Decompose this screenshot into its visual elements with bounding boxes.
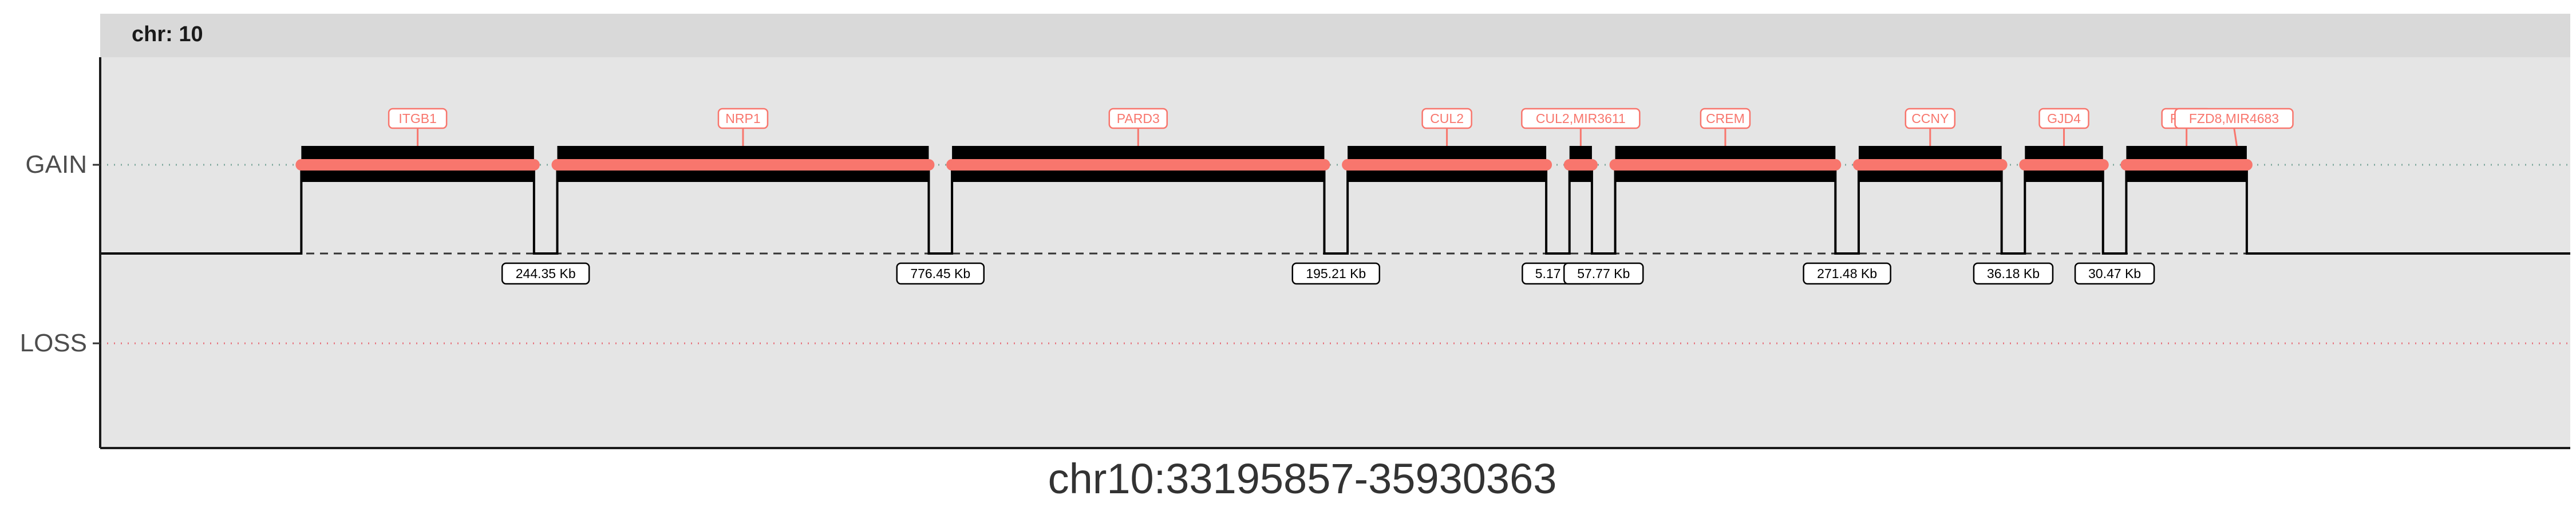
gene-label-box (2174, 108, 2294, 129)
strip-background (100, 14, 2570, 57)
gap-label-2: 776.45 Kb (896, 262, 985, 285)
gap-label-text: 271.48 Kb (1817, 266, 1877, 281)
gene-label-text: CREM (1706, 111, 1745, 126)
gene-label-text: ITGB1 (398, 111, 436, 126)
gene-label-box (717, 108, 769, 129)
gap-label-box (896, 262, 985, 285)
gene-label-text: PARD3 (1117, 111, 1160, 126)
gap-label-1: 244.35 Kb (501, 262, 590, 285)
gap-label-5: 57.77 Kb (1563, 262, 1644, 285)
gene-label-10: FZD8,MIR4683 (2174, 108, 2294, 146)
gene-label-text: CUL2,MIR3611 (1536, 111, 1626, 126)
gene-label-6: CREM (1700, 108, 1751, 146)
gene-label-box (1108, 108, 1168, 129)
gene-label-4: CUL2 (1421, 108, 1472, 146)
gene-label-leader (2233, 126, 2238, 146)
gene-label-box (1905, 108, 1956, 129)
gene-label-text: CUL2 (1430, 111, 1464, 126)
gap-label-text: 30.47 Kb (2088, 266, 2141, 281)
gene-label-box (1700, 108, 1751, 129)
gene-label-text: FZD8,MIR4683 (2189, 111, 2279, 126)
gene-label-1: ITGB1 (388, 108, 448, 146)
gap-label-3: 195.21 Kb (1291, 262, 1381, 285)
y-tick-label-loss: LOSS (20, 329, 87, 357)
gap-label-text: 776.45 Kb (910, 266, 970, 281)
gene-label-box (1421, 108, 1472, 129)
gene-label-box (388, 108, 448, 129)
gap-label-6: 271.48 Kb (1803, 262, 1891, 285)
gene-label-7: CCNY (1905, 108, 1956, 146)
gap-label-8: 30.47 Kb (2074, 262, 2155, 285)
gene-label-3: PARD3 (1108, 108, 1168, 146)
gap-label-box (1563, 262, 1644, 285)
gap-label-7: 36.18 Kb (1973, 262, 2054, 285)
gene-label-2: NRP1 (717, 108, 769, 146)
gene-label-text: NRP1 (725, 111, 760, 126)
gap-label-box (1803, 262, 1891, 285)
gene-label-8: GJD4 (2038, 108, 2089, 146)
gap-label-text: 57.77 Kb (1577, 266, 1630, 281)
panel-layer: ITGB1 NRP1 PARD3 CUL2 CUL2,MIR3611 CREM CCNY GJ… (100, 108, 2570, 344)
facet-label: chr: 10 (132, 22, 203, 46)
x-axis-title: chr10:33195857-35930363 (1048, 455, 1557, 502)
gene-label-text: GJD4 (2047, 111, 2081, 126)
gene-label-5: CUL2,MIR3611 (1521, 108, 1641, 146)
gap-label-text: 244.35 Kb (516, 266, 576, 281)
gap-label-box (2074, 262, 2155, 285)
gap-label-text: 195.21 Kb (1306, 266, 1366, 281)
gap-label-box (1291, 262, 1381, 285)
y-tick-label-gain: GAIN (25, 150, 87, 179)
gap-label-box (501, 262, 590, 285)
gap-label-text: 36.18 Kb (1987, 266, 2040, 281)
gap-label-box (1973, 262, 2054, 285)
gene-label-box (1521, 108, 1641, 129)
gene-label-text: CCNY (1911, 111, 1949, 126)
gene-label-box (2038, 108, 2089, 129)
